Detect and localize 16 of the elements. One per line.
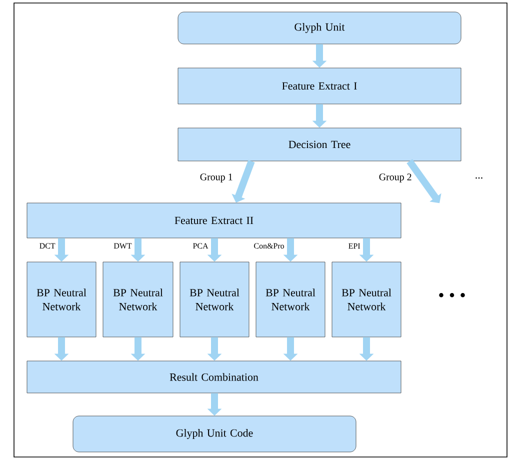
edge-label: Group 1 <box>200 174 232 182</box>
process-box: BP Neutral Network <box>102 262 174 338</box>
ellipsis-label: • • • <box>439 292 465 298</box>
edge-label: Group 2 <box>379 174 412 182</box>
process-box: BP Neutral Network <box>332 262 402 338</box>
process-box: BP Neutral Network <box>256 262 326 338</box>
arrow <box>406 159 442 204</box>
process-box: Result Combination <box>26 360 402 394</box>
process-box: Decision Tree <box>178 128 462 162</box>
rounded-box: Glyph Unit Code <box>72 416 356 452</box>
rounded-box: Glyph Unit <box>178 12 462 44</box>
process-box: BP Neutral Network <box>180 262 250 338</box>
ellipsis-label: ... <box>476 177 482 179</box>
process-box: Feature Extract II <box>26 202 402 238</box>
process-box: Feature Extract I <box>178 68 462 104</box>
process-box: BP Neutral Network <box>26 262 96 338</box>
